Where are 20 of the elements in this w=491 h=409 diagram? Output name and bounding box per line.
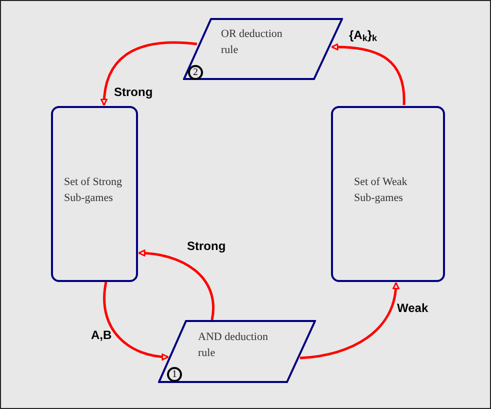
- edge-label: Weak: [397, 301, 428, 315]
- arrow: [300, 282, 400, 360]
- process-box: [51, 106, 138, 282]
- arrow: [138, 250, 214, 320]
- arrow: [103, 282, 169, 360]
- rule-parallelogram: [158, 320, 316, 383]
- node-text: AND deduction rule: [198, 330, 269, 361]
- process-box: [331, 106, 445, 282]
- edge-label: Strong: [187, 239, 226, 253]
- edge-label: A,B: [91, 328, 112, 342]
- node-text: Set of Weak Sub-games: [354, 175, 408, 206]
- arrow: [331, 44, 406, 105]
- step-number: 2: [188, 65, 203, 80]
- edge-label: Strong: [114, 85, 153, 99]
- node-text: OR deduction rule: [221, 27, 284, 58]
- arrow: [100, 41, 198, 106]
- step-number: 1: [167, 367, 182, 382]
- edge-label: {A$_{k}$}$_{k}$: [349, 28, 378, 42]
- rule-parallelogram: [183, 18, 343, 80]
- node-text: Set of Strong Sub-games: [64, 175, 124, 206]
